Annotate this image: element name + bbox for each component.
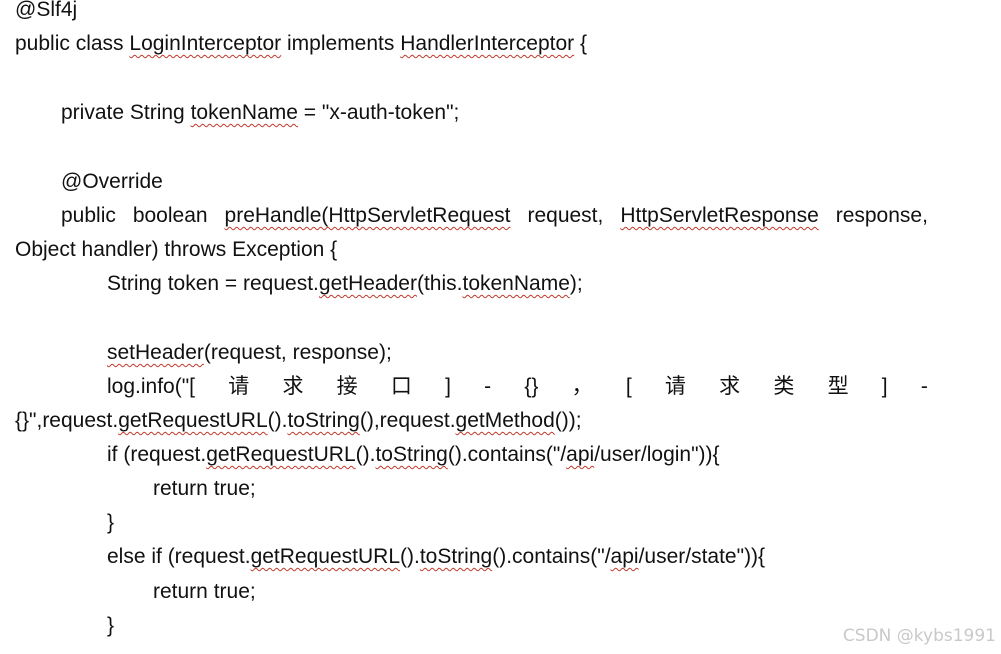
code-line-close-brace: } [0,609,1001,643]
interface-name: HandlerInterceptor [400,32,575,55]
method-name: toString [287,409,360,432]
code-line-log-info-cont: {}",request.getRequestURL().toString(),r… [0,404,1001,438]
method-name: getHeader [318,272,417,295]
code-word: 接 [336,375,358,398]
code-text: ); [569,272,583,295]
code-word: 求 [282,375,304,398]
method-name: getRequestURL [118,409,268,432]
code-word: ， [571,375,593,398]
code-text: { [574,32,588,55]
method-name: toString [375,443,448,466]
code-line-annotation: @Slf4j [0,0,1001,27]
code-word: boolean [132,204,208,227]
code-line-field: private String tokenName = "x-auth-token… [0,96,1001,130]
code-line-get-token: String token = request.getHeader(this.to… [0,267,1001,301]
code-line-return-true: return true; [0,575,1001,609]
code-line-method-signature-cont: Object handler) throws Exception { [0,233,1001,267]
code-text: = "x-auth-token"; [297,101,460,124]
code-text: return true; [153,580,256,603]
code-text: (). [355,443,376,466]
code-text: (). [267,409,288,432]
field-name: tokenName [190,101,298,124]
code-line-if-login: if (request.getRequestURL().toString().c… [0,438,1001,472]
code-text: Object handler) throws Exception { [15,238,338,261]
code-word: public [61,204,116,227]
code-line-class-declaration: public class LoginInterceptor implements… [0,27,1001,61]
method-name: getRequestURL [206,443,356,466]
method-name: toString [419,545,493,568]
code-text: } [107,511,115,534]
code-text: ()); [554,409,582,432]
override-annotation: @Override [61,170,163,193]
code-word: ] [445,375,451,398]
code-word: log.info("[ [107,375,195,398]
method-name: getMethod [455,409,555,432]
code-text: {}",request. [15,409,119,432]
code-text: /user/state")){ [638,545,766,568]
code-word: HttpServletResponse [620,204,819,227]
method-name: setHeader [107,341,204,364]
code-line-log-info: log.info("[ 请 求 接 口 ] - {} ， [ 请 求 类 型 ]… [0,370,1001,404]
csdn-watermark: CSDN @kybs1991 [842,626,996,646]
method-name: getRequestURL [250,545,400,568]
code-line-else-if-state: else if (request.getRequestURL().toStrin… [0,540,1001,574]
code-word: [ [625,375,632,398]
field-name: tokenName [462,272,570,295]
code-line-method-signature: public boolean preHandle(HttpServletRequ… [0,199,1001,233]
code-text: } [107,614,115,637]
code-text: /user/login")){ [594,443,720,466]
code-text: ().contains("/ [492,545,611,568]
code-word: 型 [827,375,849,398]
code-word: response, [835,204,928,227]
code-line-set-header: setHeader(request, response); [0,336,1001,370]
code-word: - [920,375,928,398]
code-word: {} [524,375,539,398]
code-word: 类 [773,375,795,398]
code-line-return-true: return true; [0,472,1001,506]
code-word: request, [527,204,604,227]
code-text: ().contains("/ [447,443,567,466]
code-text: return true; [153,477,256,500]
code-text: (). [400,545,420,568]
code-text: (this. [416,272,463,295]
class-name: LoginInterceptor [129,32,282,55]
code-text: (request, response); [203,341,392,364]
code-word: - [484,375,492,398]
path-segment: api [566,443,595,466]
code-word: preHandle(HttpServletRequest [224,204,511,227]
code-word: 请 [228,375,250,398]
code-text: else if (request. [107,545,251,568]
code-word: 请 [664,375,686,398]
code-word: 口 [390,375,412,398]
code-word: 求 [719,375,741,398]
code-text: implements [281,32,401,55]
path-segment: api [610,545,639,568]
code-line-close-brace: } [0,506,1001,540]
code-text: private String [61,101,191,124]
slf4j-annotation: @Slf4j [15,0,78,21]
code-text: public class [15,32,130,55]
code-text: (),request. [359,409,456,432]
code-text: if (request. [107,443,207,466]
code-text: String token = request. [107,272,319,295]
code-word: ] [881,375,888,398]
code-line-override: @Override [0,165,1001,199]
